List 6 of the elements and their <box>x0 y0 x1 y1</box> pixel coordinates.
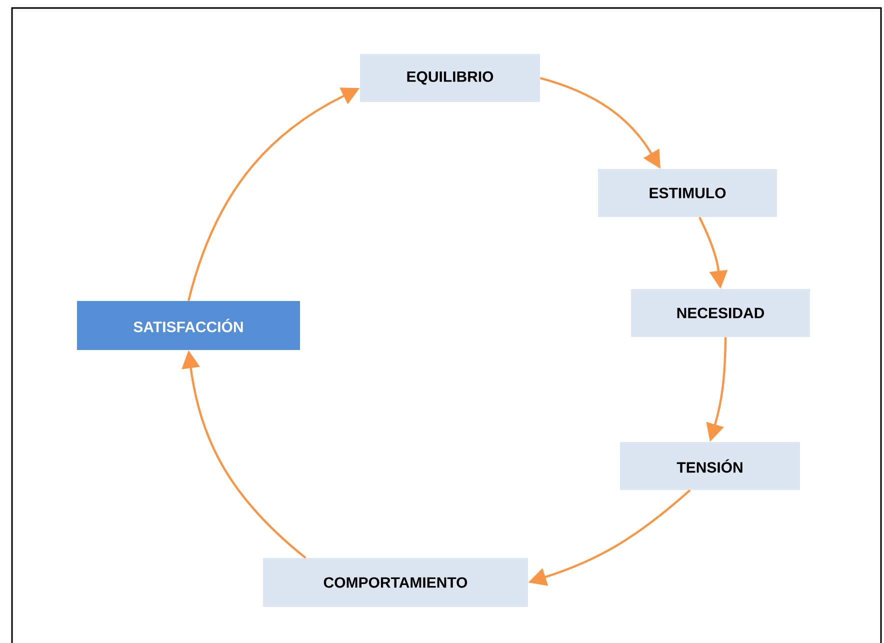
process-box: SATISFACCIÓN <box>77 301 300 350</box>
process-box: ESTIMULO <box>598 169 777 217</box>
process-box: TENSIÓN <box>620 442 800 490</box>
process-box: EQUILIBRIO <box>360 54 540 102</box>
process-box: NECESIDAD <box>631 289 810 337</box>
process-box: COMPORTAMIENTO <box>263 558 528 607</box>
